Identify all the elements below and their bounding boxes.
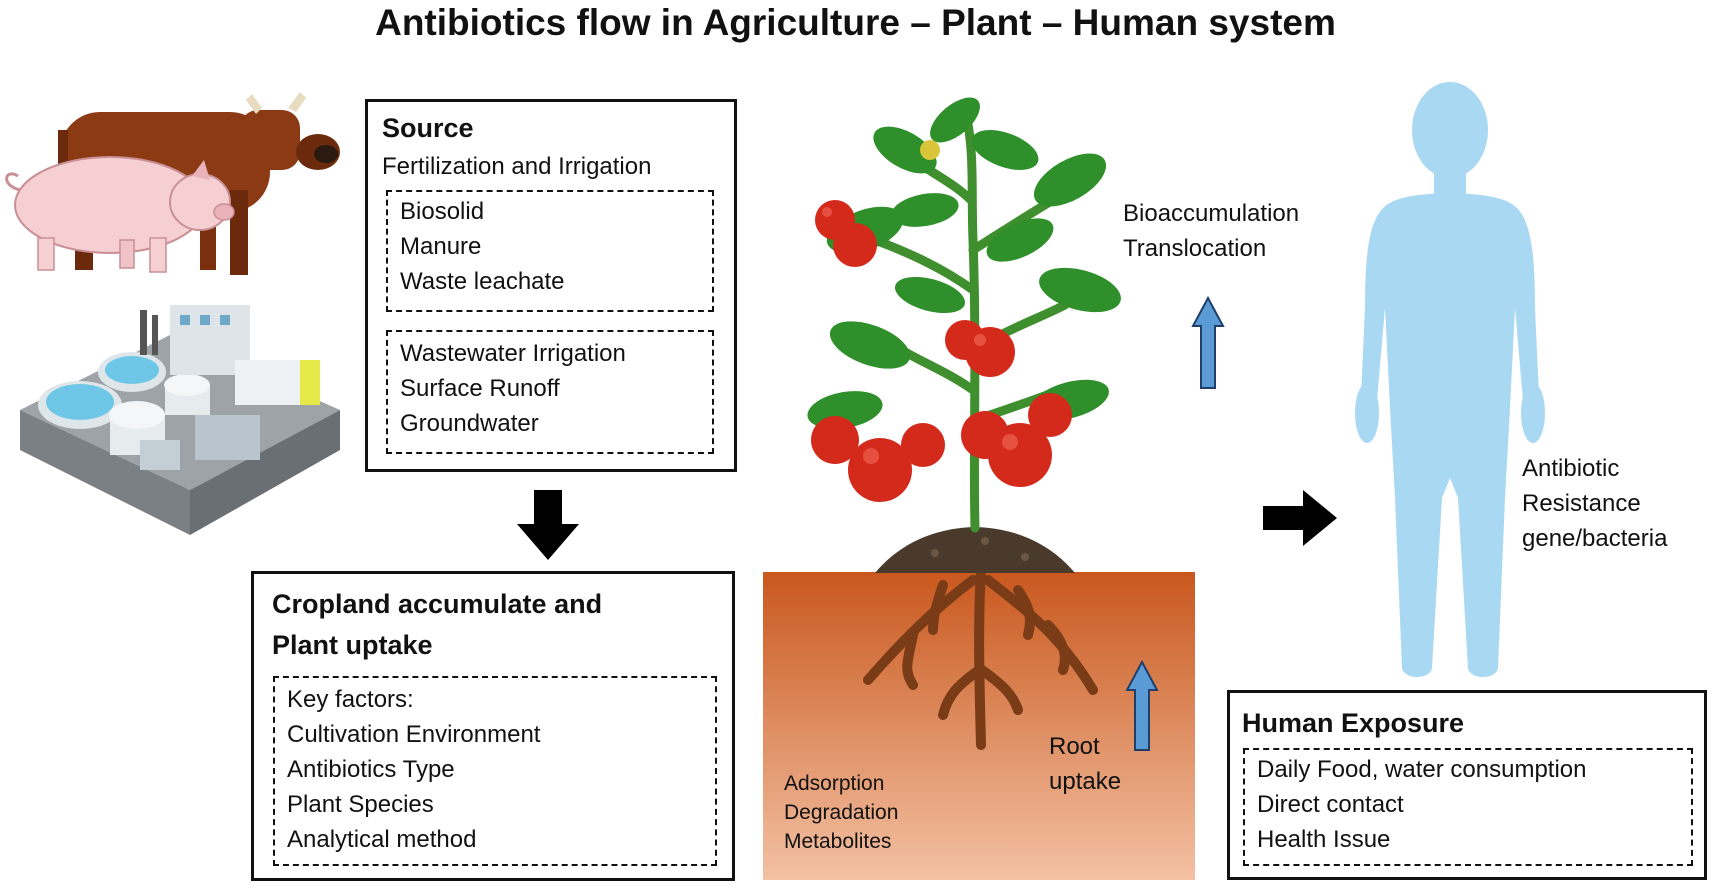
source-heading: Source <box>382 113 474 143</box>
cropland-box: Cropland accumulate and Plant uptake Key… <box>251 571 735 881</box>
source-item: Waste leachate <box>400 268 565 295</box>
key-factor-item: Plant Species <box>287 791 434 818</box>
roots-illustration <box>863 565 1098 750</box>
resistance-label: Resistance <box>1522 490 1641 517</box>
translocation-up-arrow-icon <box>1191 295 1225 389</box>
key-factors-box: Key factors: Cultivation Environment Ant… <box>273 676 717 866</box>
source-item: Manure <box>400 233 482 260</box>
source-subheading: Fertilization and Irrigation <box>382 153 652 180</box>
tomato-plant-illustration <box>807 97 1121 533</box>
livestock-illustration <box>5 92 340 275</box>
bioaccumulation-label: Bioaccumulation <box>1123 200 1300 227</box>
human-exposure-box: Human Exposure Daily Food, water consump… <box>1227 690 1707 880</box>
treatment-plant-illustration <box>20 305 340 535</box>
cropland-heading-line1: Cropland accumulate and <box>272 589 603 619</box>
cropland-heading-line2: Plant uptake <box>272 630 433 660</box>
source-item: Biosolid <box>400 198 485 225</box>
soil-labels: Adsorption Degradation Metabolites <box>784 769 898 856</box>
right-arrow-icon <box>1263 490 1337 546</box>
resistance-labels: Antibiotic Resistance gene/bacteria <box>1522 451 1667 556</box>
root-label: Root <box>1049 733 1100 760</box>
exposure-items-box: Daily Food, water consumption Direct con… <box>1243 748 1693 866</box>
resistance-label: Antibiotic <box>1522 455 1620 482</box>
source-item: Wastewater Irrigation <box>400 340 626 367</box>
exposure-item: Direct contact <box>1257 791 1404 818</box>
key-factor-item: Cultivation Environment <box>287 721 541 748</box>
source-group-irrigation: Wastewater Irrigation Surface Runoff Gro… <box>386 330 714 454</box>
key-factor-item: Analytical method <box>287 826 477 853</box>
human-exposure-heading: Human Exposure <box>1242 708 1465 738</box>
exposure-item: Health Issue <box>1257 826 1391 853</box>
adsorption-label: Adsorption <box>784 772 885 795</box>
exposure-item: Daily Food, water consumption <box>1257 756 1587 783</box>
human-body-illustration <box>1355 82 1545 677</box>
pig-icon <box>5 156 235 273</box>
source-item: Groundwater <box>400 410 539 437</box>
uptake-label: uptake <box>1049 768 1122 795</box>
source-box: Source Fertilization and Irrigation Bios… <box>365 99 737 472</box>
tomato-fruits <box>811 200 1072 502</box>
resistance-label: gene/bacteria <box>1522 525 1668 552</box>
upper-labels: Bioaccumulation Translocation <box>1123 196 1299 266</box>
degradation-label: Degradation <box>784 801 899 824</box>
down-arrow-icon <box>517 490 579 560</box>
root-uptake-up-arrow-icon <box>1125 659 1159 751</box>
key-factor-item: Antibiotics Type <box>287 756 455 783</box>
metabolites-label: Metabolites <box>784 830 892 853</box>
soil-mound-illustration <box>875 527 1075 573</box>
source-group-fertilization: Biosolid Manure Waste leachate <box>386 190 714 312</box>
key-factor-item: Key factors: <box>287 686 414 713</box>
root-uptake-labels: Root uptake <box>1049 729 1121 799</box>
source-item: Surface Runoff <box>400 375 560 402</box>
diagram-title: Antibiotics flow in Agriculture – Plant … <box>375 2 1336 43</box>
translocation-label: Translocation <box>1123 235 1267 262</box>
